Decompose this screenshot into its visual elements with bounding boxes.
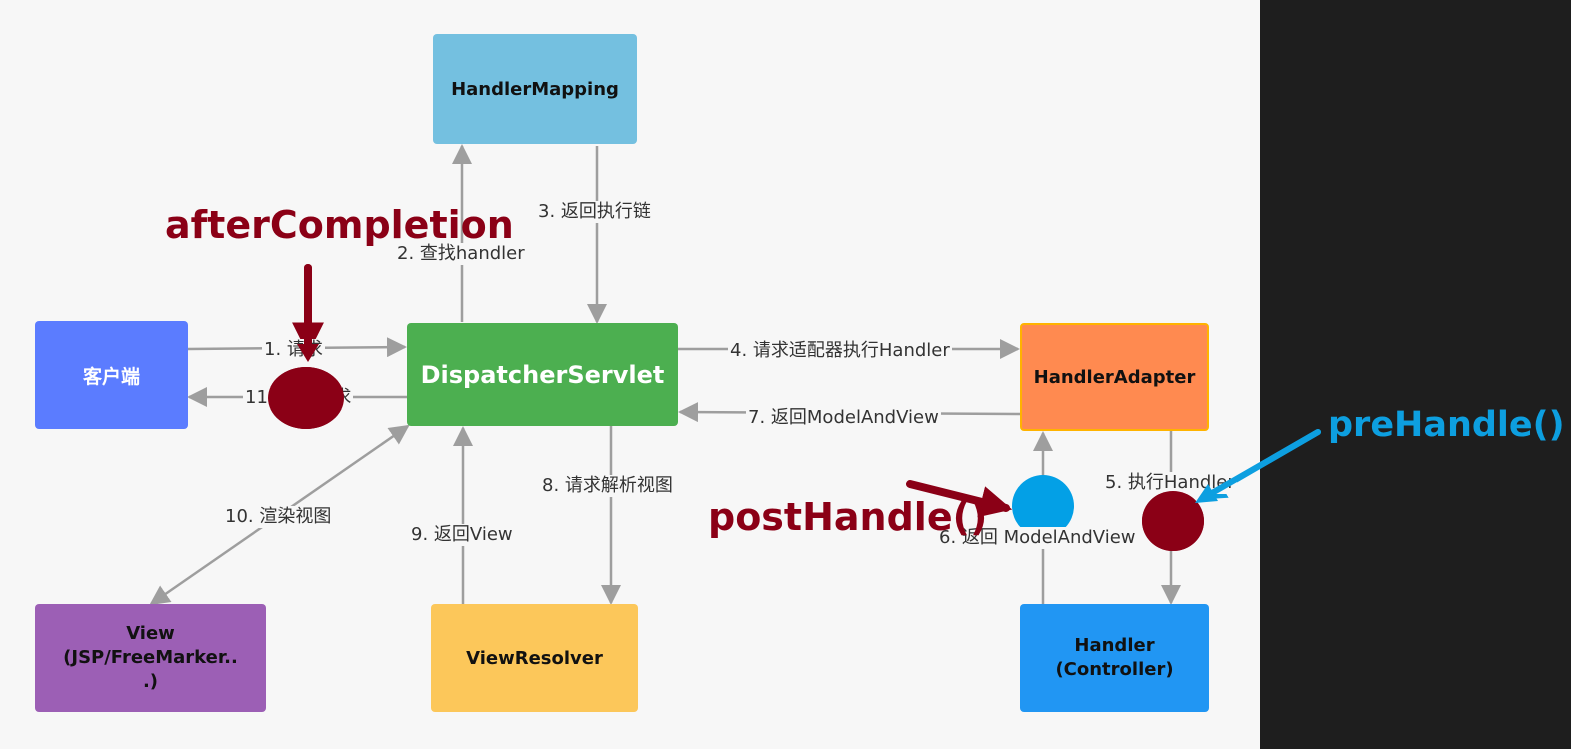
- edge-label-8: 8. 请求解析视图: [540, 475, 675, 497]
- node-view: View (JSP/FreeMarker.. .): [35, 604, 266, 712]
- dark-side-panel: [1260, 0, 1571, 749]
- edge-label-10: 10. 渲染视图: [223, 506, 334, 528]
- node-handler-adapter: HandlerAdapter: [1020, 323, 1209, 431]
- edge-label-6: 6. 返回 ModelAndView: [937, 527, 1138, 549]
- annotation-pre-handle: preHandle(): [1328, 405, 1565, 445]
- annotation-post-handle: postHandle(): [708, 495, 988, 539]
- edge-label-3: 3. 返回执行链: [536, 201, 653, 223]
- edge-label-4: 4. 请求适配器执行Handler: [728, 340, 952, 362]
- edge-label-7: 7. 返回ModelAndView: [746, 407, 941, 429]
- post-handle-marker: [1012, 475, 1074, 537]
- post-handle-arrow: [906, 480, 1013, 518]
- node-client: 客户端: [35, 321, 188, 429]
- annotation-after-completion: afterCompletion: [165, 203, 514, 247]
- edge-label-9: 9. 返回View: [409, 524, 515, 546]
- node-dispatcher-servlet: DispatcherServlet: [407, 323, 678, 426]
- node-handlermapping: HandlerMapping: [433, 34, 637, 144]
- node-view-resolver: ViewResolver: [431, 604, 638, 712]
- node-handler-controller: Handler (Controller): [1020, 604, 1209, 712]
- edge-label-2: 2. 查找handler: [395, 243, 527, 265]
- edge-label-5: 5. 执行Handler: [1103, 472, 1237, 494]
